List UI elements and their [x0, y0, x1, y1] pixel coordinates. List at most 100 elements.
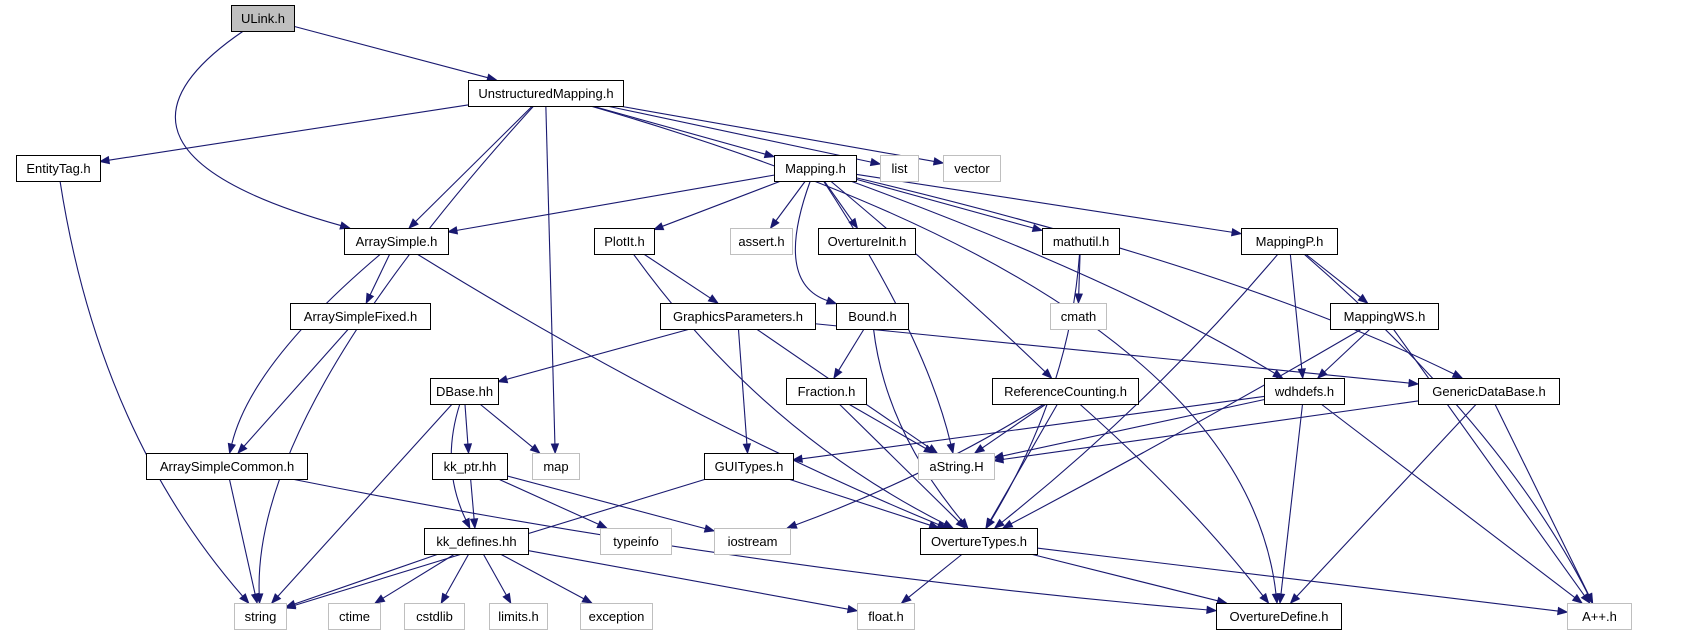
edge-arrowhead — [440, 592, 450, 605]
edge-mapping-arraysimple — [446, 174, 775, 235]
node-label: MappingWS.h — [1344, 309, 1426, 324]
node-cmath: cmath — [1050, 303, 1107, 330]
edge-gparams-generic — [814, 323, 1420, 388]
node-label: GraphicsParameters.h — [673, 309, 803, 324]
node-label: Bound.h — [848, 309, 896, 324]
node-kkptr[interactable]: kk_ptr.hh — [432, 453, 508, 480]
edge-arrowhead — [1408, 378, 1420, 388]
edge-bound-fraction — [833, 328, 865, 380]
edge-arrowhead — [703, 524, 716, 533]
edge-arrowhead — [846, 604, 859, 614]
node-bound[interactable]: Bound.h — [836, 303, 909, 330]
edge-line — [500, 553, 585, 600]
edge-line — [814, 323, 1410, 384]
node-mappingp[interactable]: MappingP.h — [1241, 228, 1338, 255]
node-exception: exception — [580, 603, 653, 630]
node-label: DBase.hh — [436, 384, 493, 399]
node-arraysimple[interactable]: ArraySimple.h — [344, 228, 449, 255]
node-refcount[interactable]: ReferenceCounting.h — [992, 378, 1139, 405]
node-plotit[interactable]: PlotIt.h — [594, 228, 655, 255]
edge-arrowhead — [496, 375, 509, 384]
node-arraycommon[interactable]: ArraySimpleCommon.h — [146, 453, 308, 480]
edge-arrowhead — [237, 443, 248, 455]
node-gparams[interactable]: GraphicsParameters.h — [660, 303, 816, 330]
edge-entitytag-string — [59, 180, 250, 605]
edge-dbase-string — [270, 403, 453, 605]
edge-arrowhead — [596, 520, 608, 529]
node-guitypes[interactable]: GUITypes.h — [704, 453, 794, 480]
edge-arrowhead — [869, 157, 882, 167]
node-label: aString.H — [929, 459, 983, 474]
node-arrayfixed[interactable]: ArraySimpleFixed.h — [290, 303, 431, 330]
edge-arrowhead — [239, 593, 250, 605]
edge-line — [243, 328, 349, 447]
node-label: ArraySimpleCommon.h — [160, 459, 294, 474]
edge-mapping-ovinit — [823, 180, 859, 230]
node-ulink[interactable]: ULink.h — [231, 5, 295, 32]
node-box — [857, 603, 915, 630]
edge-line — [1392, 328, 1585, 597]
node-box — [660, 303, 816, 330]
edge-generic-app — [1494, 403, 1594, 605]
node-kkdefines[interactable]: kk_defines.hh — [424, 528, 529, 555]
edge-line — [855, 177, 1455, 375]
node-mappingws[interactable]: MappingWS.h — [1330, 303, 1439, 330]
node-label: string — [245, 609, 277, 624]
node-box — [580, 603, 653, 630]
edge-mappingws-app — [1392, 328, 1591, 605]
edge-wdhdefs-astring — [992, 399, 1265, 460]
edge-line — [59, 180, 244, 597]
node-ovdefine[interactable]: OvertureDefine.h — [1216, 603, 1342, 630]
node-label: ReferenceCounting.h — [1004, 384, 1127, 399]
edge-line — [643, 253, 711, 299]
edge-arrowhead — [469, 518, 479, 530]
node-label: iostream — [728, 534, 778, 549]
edge-line — [1324, 328, 1371, 373]
node-label: GenericDataBase.h — [1432, 384, 1545, 399]
edge-unstructured-list — [606, 105, 882, 167]
edge-line — [498, 478, 599, 525]
edge-bound-ovtypes — [872, 328, 969, 530]
node-fraction[interactable]: Fraction.h — [786, 378, 867, 405]
edge-line — [369, 253, 391, 296]
edge-line — [1289, 253, 1303, 370]
node-box — [16, 155, 101, 182]
node-typeinfo: typeinfo — [600, 528, 672, 555]
edge-arrowhead — [1357, 293, 1369, 304]
node-ovtypes[interactable]: OvertureTypes.h — [920, 528, 1038, 555]
edge-arrowhead — [1276, 593, 1286, 605]
edge-arrowhead — [923, 444, 935, 454]
node-mathutil[interactable]: mathutil.h — [1042, 228, 1120, 255]
edge-kkptr-kkdefines — [469, 478, 479, 530]
node-mapping[interactable]: Mapping.h — [774, 155, 857, 182]
node-dbase[interactable]: DBase.hh — [430, 378, 499, 405]
edge-line — [606, 105, 872, 163]
edge-arrowhead — [227, 442, 236, 455]
node-ovinit[interactable]: OvertureInit.h — [818, 228, 916, 255]
node-iostream: iostream — [714, 528, 791, 555]
node-label: EntityTag.h — [26, 161, 90, 176]
edge-unstructured-map — [545, 105, 560, 455]
edge-arrowhead — [707, 294, 719, 304]
node-box — [234, 603, 287, 630]
node-generic[interactable]: GenericDataBase.h — [1418, 378, 1560, 405]
edge-line — [872, 328, 963, 522]
node-box — [1042, 228, 1120, 255]
edge-arrowhead — [992, 455, 1004, 464]
edge-arrowhead — [1074, 293, 1083, 305]
node-entitytag[interactable]: EntityTag.h — [16, 155, 101, 182]
edge-arrowhead — [1316, 368, 1328, 379]
edge-mappingp-ovtypes — [993, 253, 1279, 529]
node-unstructured[interactable]: UnstructuredMapping.h — [468, 80, 624, 107]
node-wdhdefs[interactable]: wdhdefs.h — [1264, 378, 1345, 405]
node-box — [918, 453, 995, 480]
edge-arrowhead — [1584, 592, 1594, 605]
edge-line — [294, 553, 439, 605]
edge-line — [794, 180, 828, 302]
edge-line — [619, 105, 935, 162]
edge-wdhdefs-app — [1320, 403, 1584, 604]
edge-arrowhead — [763, 149, 776, 159]
edge-line — [1303, 253, 1589, 596]
edge-mathutil-cmath — [1074, 253, 1083, 305]
edge-arrowhead — [1031, 223, 1044, 232]
